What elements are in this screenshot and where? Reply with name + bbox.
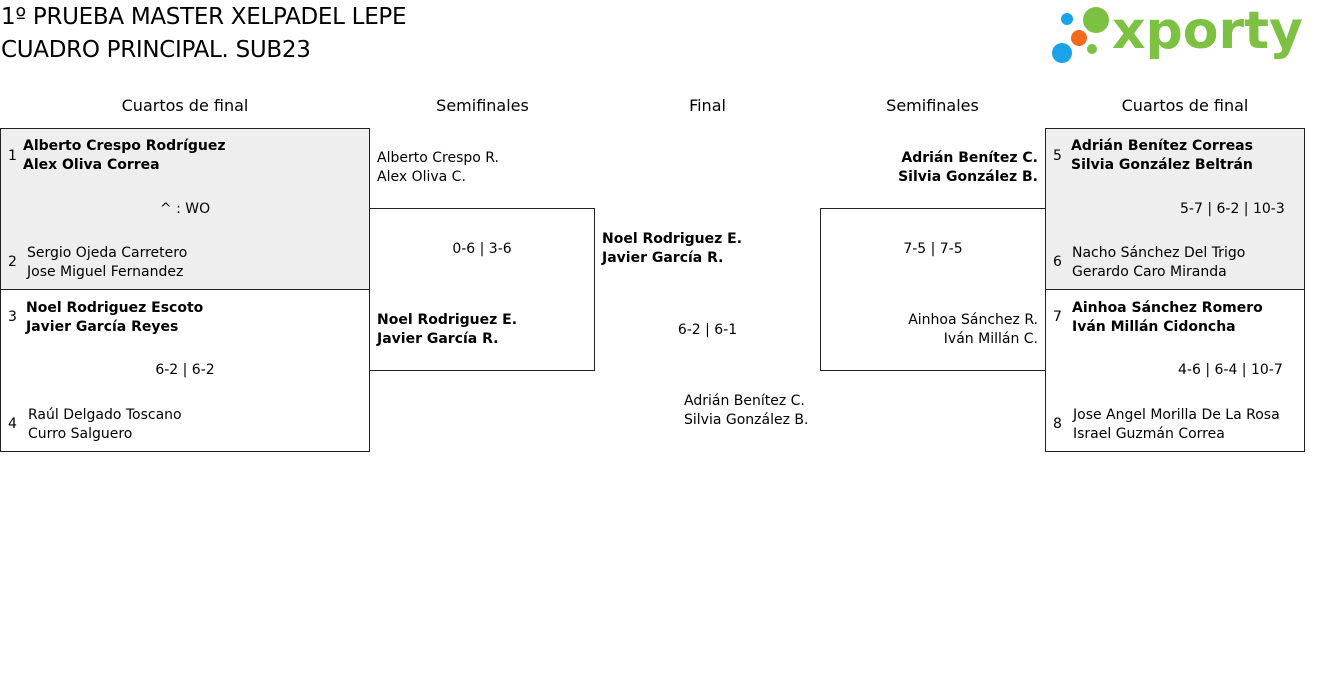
player-name: Alberto Crespo Rodríguez [23,138,226,154]
player-name: Jose Angel Morilla De La Rosa [1073,407,1280,423]
player-name: Raúl Delgado Toscano [28,407,182,423]
player-name: Gerardo Caro Miranda [1072,264,1227,280]
player-name: Adrián Benítez C. [901,150,1038,166]
match-score: 7-5 | 7-5 [903,241,963,257]
match-score: 6-2 | 6-2 [155,362,215,378]
player-name: Silvia González Beltrán [1071,157,1253,173]
player-name: Iván Millán Cidoncha [1072,319,1236,335]
right-sf-match: 7-5 | 7-5 Ainhoa Sánchez R. Iván Millán … [820,208,1046,371]
match-score: 4-6 | 6-4 | 10-7 [1178,362,1283,378]
player-name: Noel Rodriguez E. [377,312,518,328]
match-score: 5-7 | 6-2 | 10-3 [1180,201,1285,217]
player-name: Curro Salguero [28,426,133,442]
round-header-right-qf: Cuartos de final [1121,96,1249,115]
match-score: 0-6 | 3-6 [452,241,512,257]
seed-number: 4 [8,416,17,432]
seed-number: 8 [1053,416,1062,432]
round-header-left-sf: Semifinales [436,96,529,115]
left-sf-match: 0-6 | 3-6 Noel Rodriguez E. Javier Garcí… [369,208,595,371]
player-name: Javier García R. [602,250,724,266]
player-name: Adrián Benítez Correas [1071,138,1253,154]
seed-number: 7 [1053,309,1062,325]
player-name: Silvia González B. [898,169,1038,185]
player-name: Noel Rodriguez E. [602,231,743,247]
player-name: Israel Guzmán Correa [1073,426,1225,442]
xporty-logo: xporty [1052,1,1303,66]
seed-number: 5 [1053,148,1062,164]
player-name: Ainhoa Sánchez R. [908,312,1038,328]
player-name: Silvia González B. [684,412,809,428]
round-header-right-sf: Semifinales [886,96,979,115]
player-name: Javier García R. [377,331,499,347]
player-name: Alex Oliva Correa [23,157,160,173]
match-score: ^ : WO [159,201,211,217]
player-name: Nacho Sánchez Del Trigo [1072,245,1246,261]
player-name: Alberto Crespo R. [377,150,499,166]
round-header-left-qf: Cuartos de final [121,96,249,115]
player-name: Jose Miguel Fernandez [27,264,184,280]
final-score: 6-2 | 6-1 [677,322,738,338]
logo-dots-icon [1052,7,1109,63]
player-name: Sergio Ojeda Carretero [27,245,188,261]
round-header-final: Final [689,96,726,115]
player-name: Noel Rodriguez Escoto [26,300,204,316]
player-name: Ainhoa Sánchez Romero [1072,300,1263,316]
page-title: 1º PRUEBA MASTER XELPADEL LEPE [1,4,407,30]
player-name: Adrián Benítez C. [684,393,805,409]
page-subtitle: CUADRO PRINCIPAL. SUB23 [1,37,311,63]
right-qf-match-1: 5 Adrián Benítez Correas Silvia González… [1045,128,1305,290]
left-qf-match-1: 1 Alberto Crespo Rodríguez Alex Oliva Co… [0,128,370,290]
logo-text: xporty [1112,1,1303,61]
seed-number: 6 [1053,254,1062,270]
left-qf-match-2: 3 Noel Rodriguez Escoto Javier García Re… [0,289,370,452]
player-name: Alex Oliva C. [377,169,466,185]
player-name: Javier García Reyes [26,319,179,335]
seed-number: 1 [8,148,17,164]
player-name: Iván Millán C. [943,331,1038,347]
right-qf-match-2: 7 Ainhoa Sánchez Romero Iván Millán Cido… [1045,289,1305,452]
seed-number: 3 [8,309,17,325]
seed-number: 2 [8,254,17,270]
